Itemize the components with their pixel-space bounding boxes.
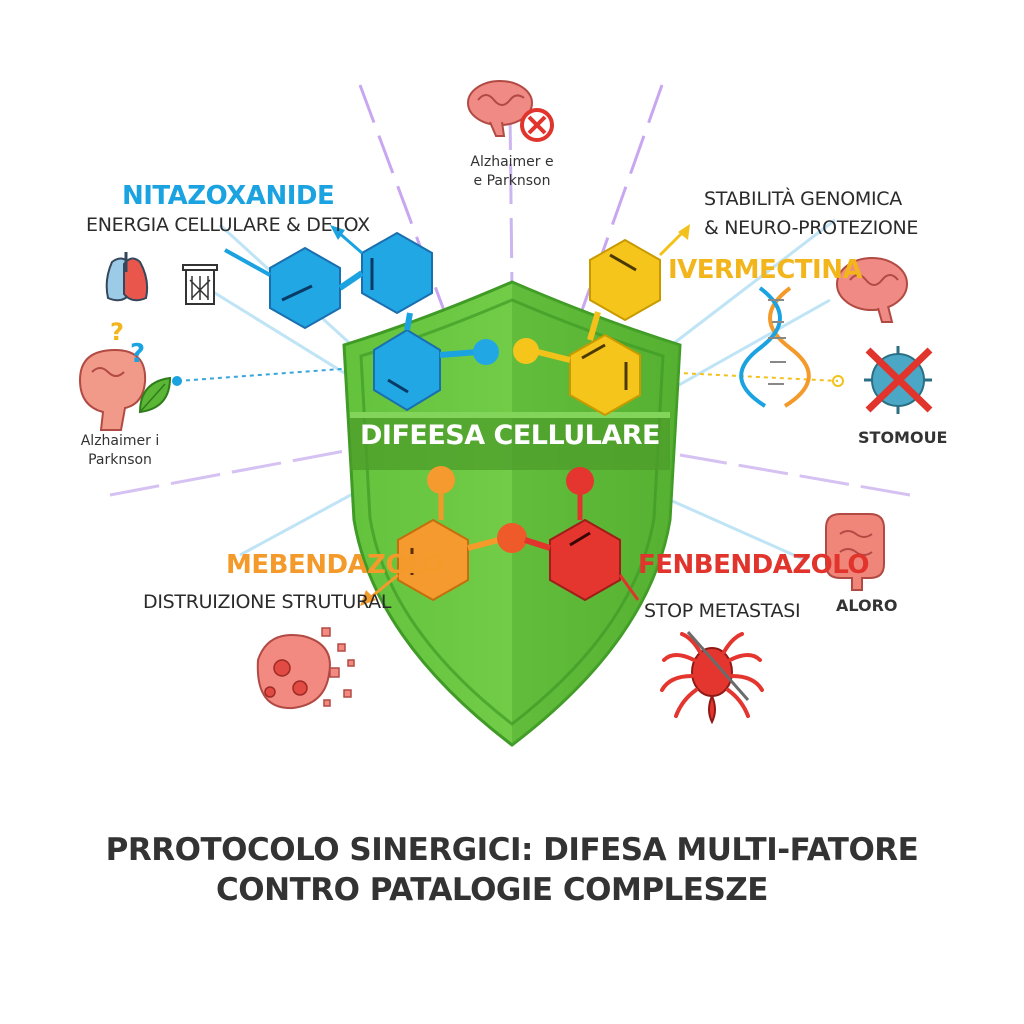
ring-bond [609, 253, 637, 272]
ivermectina-effect: STABILITÀ GENOMICA & NEURO-PROTEZIONE [704, 188, 919, 239]
parasite-icon [660, 631, 764, 725]
shield-banner-highlight [350, 412, 670, 418]
connector-dot-right [832, 375, 844, 387]
ivermectina-name: IVERMECTINA [668, 255, 863, 285]
node-blue [473, 339, 499, 365]
ray-line [508, 109, 514, 291]
fenbendazolo-effect: STOP METASTASI [644, 600, 801, 622]
node-orange-mid [497, 523, 527, 553]
node-red-top [566, 467, 594, 495]
fenbendazolo-name: FENBENDAZOLO [638, 550, 870, 580]
brain-question-icon: ? ? [78, 318, 147, 431]
tumor-cell-icon [256, 627, 355, 710]
condition-virus-label: STOMOUE [858, 428, 948, 447]
shield-right-shade [512, 282, 680, 745]
ring-bond [569, 531, 591, 547]
radiating-lines [109, 84, 911, 562]
title-line-2: CONTRO PATALOGIE COMPLESZE [216, 872, 768, 908]
mebendazolo-molecule [360, 492, 507, 606]
hexagon [549, 518, 621, 602]
fenbendazolo-molecule [524, 493, 640, 602]
bond [524, 537, 551, 551]
ray-line [669, 298, 831, 392]
nitazoxanide-molecule [224, 225, 479, 412]
mebendazolo-effect: DISTRUIZIONE STRUTURAL [143, 591, 392, 613]
brain-blocked-icon [467, 80, 554, 142]
title-line-1: PRROTOCOLO SINERGICI: DIFESA MULTI-FATOR… [105, 832, 919, 868]
bond [224, 248, 271, 277]
shield-label: DIFEESA CELLULARE [360, 420, 661, 451]
bond [338, 270, 364, 291]
svg-text:?: ? [110, 318, 124, 346]
arrow-head [360, 590, 376, 606]
ray-line [664, 218, 836, 352]
brain-icon [836, 257, 908, 323]
connector-dot-left [172, 376, 182, 386]
ray-line [239, 488, 361, 557]
arrow-shaft [658, 230, 685, 257]
ring-bond [387, 378, 409, 394]
trash-icon [182, 264, 218, 305]
dna-icon [739, 286, 811, 408]
ring-bond [581, 343, 606, 360]
mebendazolo-name: MEBENDAZOLO [226, 550, 444, 580]
hexagon [373, 328, 441, 412]
hexagon [589, 238, 661, 322]
leaf-icon [138, 376, 172, 414]
bond [587, 311, 601, 341]
bond [537, 349, 571, 363]
hexagon [397, 518, 469, 602]
svg-text:?: ? [130, 339, 145, 369]
intestine-icon [825, 513, 885, 591]
condition-top-label: Alzhaimer e e Parknson [470, 154, 554, 189]
ray-line [109, 448, 351, 497]
shield-banner [350, 412, 670, 470]
lungs-icon [105, 252, 149, 302]
virus-blocked-icon [864, 346, 933, 414]
arrow-head [330, 225, 345, 240]
ray-line [679, 453, 911, 497]
node-orange-top [427, 466, 455, 494]
bond [439, 349, 479, 358]
nitazoxanide-name: NITAZOXANIDE [122, 181, 335, 211]
ray-line [358, 84, 457, 341]
condition-left-label: Alzhaimer i Parknson [80, 433, 160, 468]
pointer-line [618, 574, 640, 601]
condition-intestine-label: ALORO [836, 596, 898, 615]
arrow-shaft [337, 230, 363, 255]
arrow-shaft [369, 573, 399, 600]
bond [404, 312, 413, 331]
arrow-head [678, 224, 690, 240]
nitazoxanide-effect: ENERGIA CELLULARE & DETOX [86, 214, 370, 236]
node-yellow [513, 338, 539, 364]
ivermectina-molecule [537, 224, 690, 417]
ray-line [669, 498, 806, 562]
ring-bond [281, 284, 313, 302]
